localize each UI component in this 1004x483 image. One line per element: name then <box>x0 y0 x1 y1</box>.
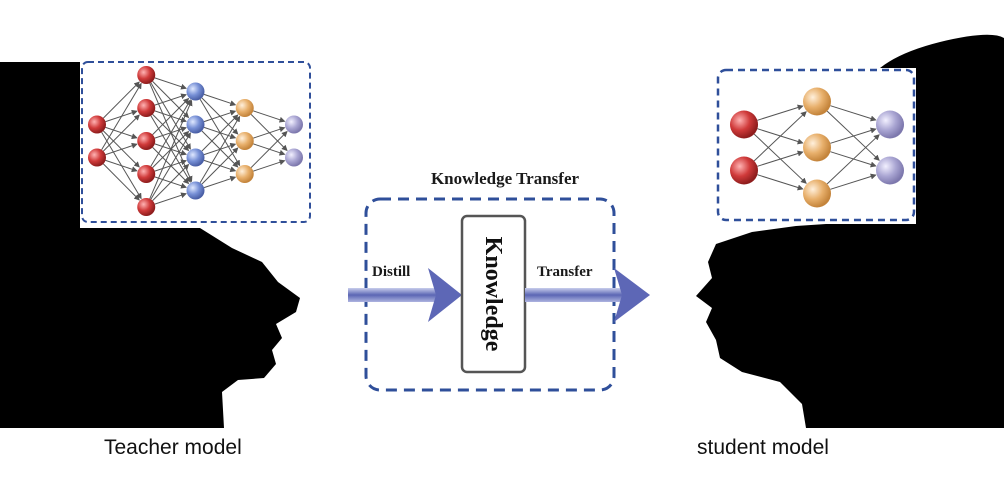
student-edge <box>757 104 804 121</box>
teacher-node-layer-3 <box>186 148 205 167</box>
transfer-arrow <box>525 268 650 322</box>
teacher-edge <box>253 159 286 172</box>
teacher-node-layer-4 <box>235 99 254 117</box>
teacher-network-dashed-border <box>81 61 311 223</box>
student-node-layer-2 <box>803 87 831 116</box>
teacher-edge <box>101 82 142 151</box>
distill-label: Distill <box>372 264 410 280</box>
teacher-node-layer-5 <box>285 115 303 134</box>
transfer-label: Transfer <box>537 264 593 280</box>
student-node-layer-1 <box>730 110 758 139</box>
teacher-edge <box>152 163 190 201</box>
teacher-edge <box>150 132 191 200</box>
knowledge-transfer-dashed-box <box>364 197 616 392</box>
teacher-head-silhouette <box>0 62 300 428</box>
student-edge <box>830 173 877 190</box>
teacher-edge <box>154 77 187 90</box>
teacher-edge <box>102 81 140 119</box>
teacher-edge <box>199 115 241 184</box>
teacher-node-layer-3 <box>186 181 205 200</box>
teacher-edge <box>201 114 239 152</box>
student-edge <box>757 174 804 191</box>
student-node-layer-3 <box>876 156 904 185</box>
teacher-edge <box>105 159 138 173</box>
teacher-edge <box>102 163 140 201</box>
teacher-node-layer-1 <box>88 115 106 134</box>
knowledge-label: Knowledge <box>480 237 506 352</box>
student-node-layer-2 <box>803 179 831 208</box>
teacher-edge <box>154 93 187 106</box>
student-edge <box>757 150 804 167</box>
teacher-node-layer-5 <box>285 148 303 167</box>
student-edge <box>826 134 880 185</box>
teacher-edge <box>152 97 190 135</box>
student-neural-network <box>730 87 904 208</box>
student-edge <box>830 105 877 122</box>
knowledge-transfer-title: Knowledge Transfer <box>431 169 580 188</box>
student-head-silhouette <box>696 34 1004 429</box>
student-node-layer-2 <box>803 133 831 162</box>
teacher-model-caption: Teacher model <box>104 436 242 459</box>
teacher-edge <box>203 175 237 189</box>
teacher-node-layer-2 <box>137 66 156 84</box>
teacher-edge <box>105 142 138 156</box>
teacher-node-layer-2 <box>137 132 156 150</box>
teacher-edge <box>154 192 187 205</box>
student-edge <box>830 127 877 144</box>
student-network-dashed-border <box>716 68 916 222</box>
teacher-node-layer-2 <box>137 198 156 216</box>
teacher-node-layer-2 <box>137 99 156 117</box>
teacher-edge <box>203 93 237 107</box>
teacher-neural-network <box>88 66 303 216</box>
distill-arrow <box>348 268 462 322</box>
teacher-node-layer-2 <box>137 165 156 183</box>
teacher-node-layer-4 <box>235 165 254 183</box>
teacher-edge <box>150 99 191 167</box>
student-node-layer-1 <box>730 156 758 185</box>
student-node-layer-3 <box>876 110 904 139</box>
teacher-node-layer-1 <box>88 148 106 167</box>
teacher-edge <box>102 114 140 152</box>
teacher-edge <box>253 110 286 123</box>
teacher-node-layer-3 <box>186 82 205 101</box>
student-edge <box>753 111 807 162</box>
teacher-edge <box>253 126 286 139</box>
student-model-caption: student model <box>697 436 829 459</box>
teacher-edge <box>149 99 193 199</box>
teacher-edge <box>250 130 288 168</box>
teacher-node-layer-4 <box>235 132 254 150</box>
teacher-edge <box>203 109 237 123</box>
teacher-node-layer-3 <box>186 115 205 134</box>
teacher-edge <box>201 147 239 185</box>
